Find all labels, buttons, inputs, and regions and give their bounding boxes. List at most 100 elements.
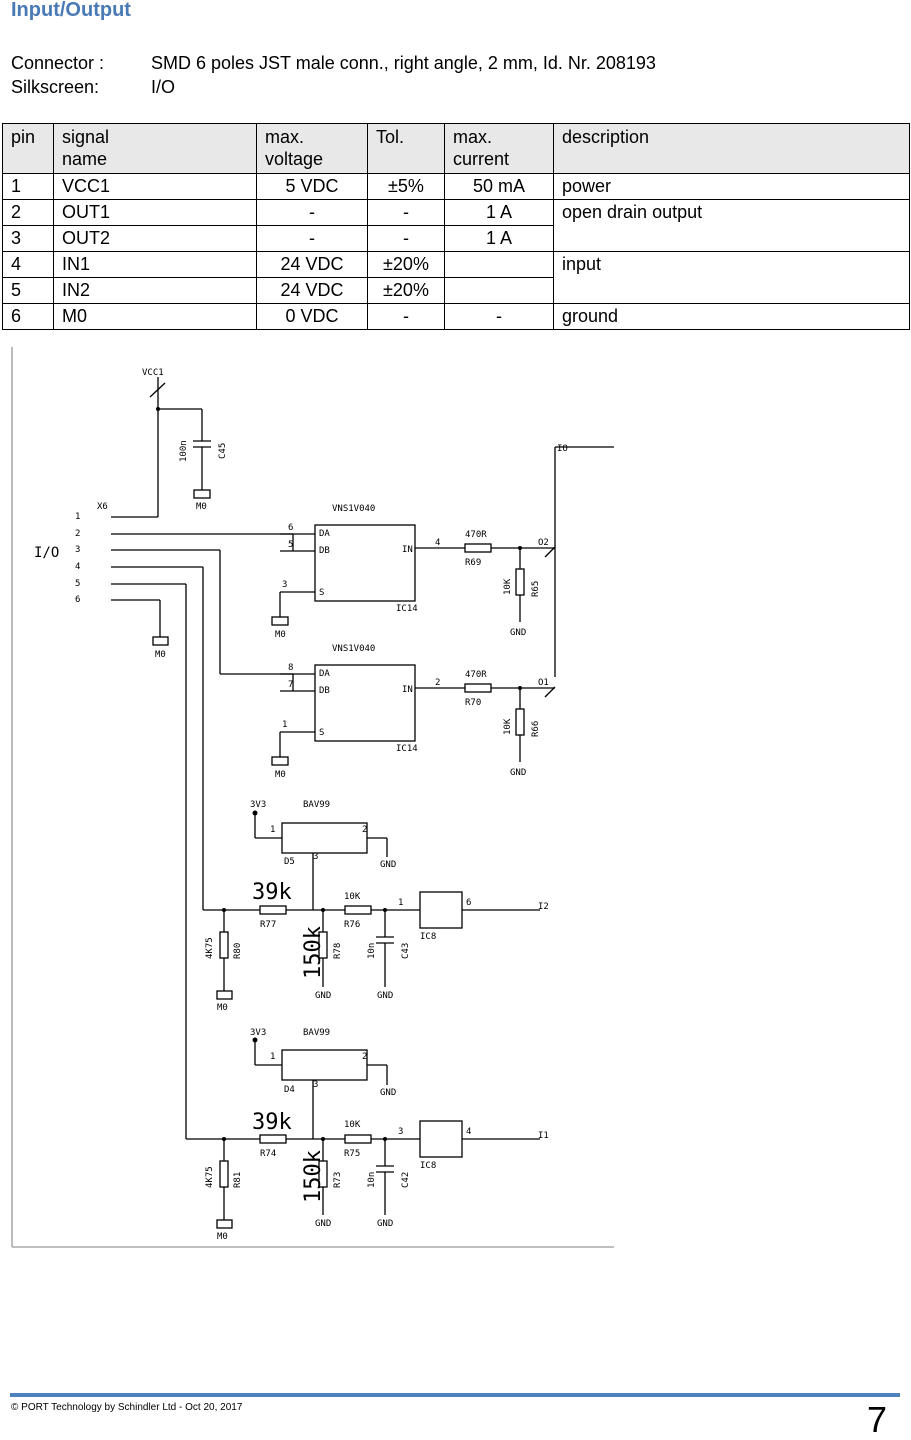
r470-label: 470R: [465, 670, 487, 680]
pin-label: 8: [288, 663, 293, 673]
gnd-label: GND: [380, 1088, 396, 1098]
r78-label: R78: [333, 943, 343, 959]
m0-label: M0: [196, 502, 207, 512]
page-number: 7: [866, 1399, 887, 1440]
col-max-current: max.current: [444, 123, 554, 174]
c43-label: C43: [401, 943, 411, 959]
ic14-label: IC14: [396, 744, 418, 754]
io-schematic: VCC1 100n C45 M0 X6 I/O 1 2 3 4 5 6 M0 V…: [11, 347, 614, 1248]
pin-label: 6: [288, 523, 293, 533]
ic14-label: IC14: [396, 604, 418, 614]
footer-copyright: © PORT Technology by Schindler Ltd - Oct…: [11, 1402, 243, 1413]
r4k75-label: 4K75: [205, 937, 215, 959]
r77-value-label: 39k: [252, 880, 292, 905]
in-label: IN: [402, 685, 413, 695]
vcc1-label: VCC1: [142, 368, 164, 378]
connector-value: SMD 6 poles JST male conn., right angle,…: [151, 53, 656, 73]
c45-value-label: 100n: [179, 440, 189, 462]
section-title: Input/Output: [11, 0, 131, 21]
pin-label: 4: [435, 538, 440, 548]
net-i1-label: I1: [538, 1131, 549, 1141]
connector-pin-label: 5: [75, 579, 80, 589]
r10k-label: 10K: [503, 718, 513, 735]
pin-label: 3: [313, 852, 318, 862]
net-o2-label: O2: [538, 538, 549, 548]
in-label: IN: [402, 545, 413, 555]
m0-label: M0: [155, 650, 166, 660]
c45-ref-label: C45: [218, 443, 228, 459]
pin-label: 1: [270, 1052, 275, 1062]
silkscreen-value: I/O: [151, 77, 176, 97]
col-tolerance: Tol.: [367, 123, 445, 174]
r65-label: R65: [531, 581, 541, 597]
r10k-label: 10K: [344, 892, 361, 902]
pin-label: 4: [466, 1127, 471, 1137]
col-pin: pin: [2, 123, 54, 174]
driver-label: VNS1V040: [332, 644, 375, 654]
pin-label: 3: [313, 1080, 318, 1090]
gnd-label: GND: [377, 991, 393, 1001]
3v3-label: 3V3: [250, 800, 266, 810]
3v3-label: 3V3: [250, 1028, 266, 1038]
bav99-label: BAV99: [303, 800, 330, 810]
net-i2-label: I2: [538, 902, 549, 912]
col-description: description: [553, 123, 910, 174]
db-label: DB: [319, 686, 330, 696]
connector-pin-label: 6: [75, 595, 80, 605]
connector-pin-label: 4: [75, 562, 80, 572]
connector-pin-label: 2: [75, 529, 80, 539]
r75-label: R75: [344, 1149, 360, 1159]
db-label: DB: [319, 546, 330, 556]
pin-label: 1: [282, 720, 287, 730]
ic8-label: IC8: [420, 1161, 436, 1171]
bav99-label: BAV99: [303, 1028, 330, 1038]
r10k-label: 10K: [503, 578, 513, 595]
r73-label: R73: [333, 1172, 343, 1188]
pin-label: 2: [435, 678, 440, 688]
da-label: DA: [319, 529, 330, 539]
r10k-label: 10K: [344, 1120, 361, 1130]
r73-value-label: 150k: [301, 1150, 326, 1203]
s-label: S: [319, 588, 324, 598]
gnd-label: GND: [315, 991, 331, 1001]
connector-pin-label: 1: [75, 512, 80, 522]
d4-label: D4: [284, 1085, 295, 1095]
r81-label: R81: [233, 1172, 243, 1188]
pin-label: 3: [282, 580, 287, 590]
pin-label: 5: [288, 540, 293, 550]
r66-label: R66: [531, 721, 541, 737]
r74-label: R74: [260, 1149, 276, 1159]
driver-label: VNS1V040: [332, 504, 375, 514]
gnd-label: GND: [510, 628, 526, 638]
net-o1-label: O1: [538, 678, 549, 688]
gnd-label: GND: [380, 860, 396, 870]
gnd-label: GND: [377, 1219, 393, 1229]
r74-value-label: 39k: [252, 1110, 292, 1135]
col-max-voltage: max.voltage: [256, 123, 368, 174]
pin-label: 6: [466, 898, 471, 908]
connector-label: Connector :: [11, 53, 105, 73]
m0-label: M0: [275, 770, 286, 780]
pin-label: 2: [362, 1052, 367, 1062]
pin-label: 2: [362, 825, 367, 835]
pin-label: 1: [398, 898, 403, 908]
r4k75-label: 4K75: [205, 1166, 215, 1188]
io-label: I/O: [34, 545, 59, 561]
gnd-label: GND: [315, 1219, 331, 1229]
connector-pin-label: 3: [75, 545, 80, 555]
c10n-label: 10n: [367, 943, 377, 959]
pin-label: 1: [270, 825, 275, 835]
pin-label: 3: [398, 1127, 403, 1137]
r76-label: R76: [344, 920, 360, 930]
m0-label: M0: [217, 1003, 228, 1013]
c10n-label: 10n: [367, 1172, 377, 1188]
r77-label: R77: [260, 920, 276, 930]
r78-value-label: 150k: [301, 926, 326, 979]
